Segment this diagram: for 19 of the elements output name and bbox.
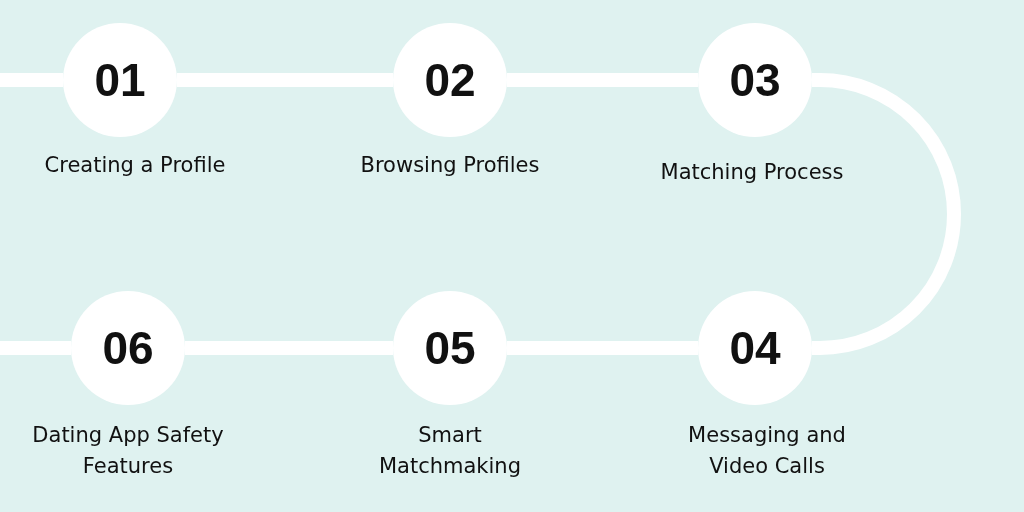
step-label: Smart Matchmaking	[377, 422, 522, 480]
step-label: Dating App Safety Features	[31, 422, 225, 480]
step-label: Browsing Profiles	[359, 152, 541, 179]
step-number: 06	[102, 321, 154, 375]
connector-line	[0, 73, 63, 87]
connector-line	[185, 341, 393, 355]
step-label: Creating a Profile	[43, 152, 227, 179]
connector-line	[507, 341, 698, 355]
connector-line	[507, 73, 698, 87]
step-label: Messaging and Video Calls	[687, 422, 847, 480]
step-number: 04	[729, 321, 781, 375]
connector-line	[0, 341, 71, 355]
step-label: Matching Process	[659, 159, 845, 186]
connector-line	[177, 73, 393, 87]
step-number: 01	[94, 53, 146, 107]
connector-line	[812, 73, 961, 355]
step-number: 05	[424, 321, 476, 375]
step-number: 02	[424, 53, 476, 107]
step-number: 03	[729, 53, 781, 107]
